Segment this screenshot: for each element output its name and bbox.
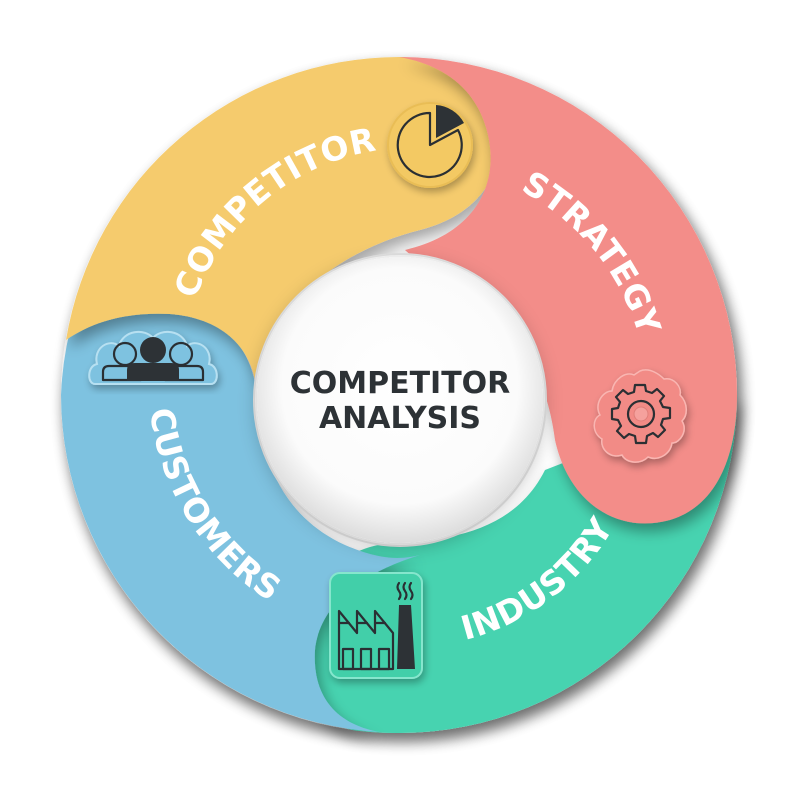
center-title-line2: ANALYSIS: [319, 401, 481, 436]
pie-chart-icon: [387, 102, 473, 188]
gear-icon: [593, 369, 687, 463]
center-title-line1: COMPETITOR: [290, 366, 511, 401]
center-circle: [257, 257, 543, 543]
factory-icon: [329, 572, 423, 679]
people-group-icon: [88, 330, 218, 385]
segment-customers[interactable]: [61, 309, 420, 732]
